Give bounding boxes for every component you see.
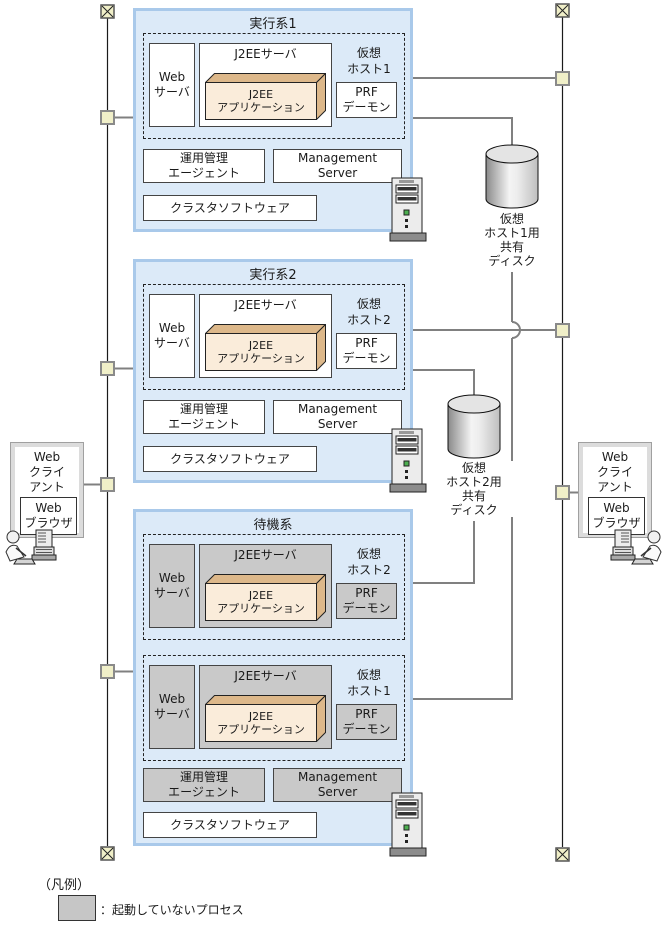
legend-heading: （凡例）: [38, 878, 91, 893]
shared-disk-1-cylinder-icon: [485, 144, 539, 210]
cube-icon: [205, 574, 326, 621]
user-workstation-icon: [600, 528, 662, 566]
link-system2-disk2: [413, 369, 475, 395]
ops-agent-box: 運用管理 エージェント: [143, 149, 265, 183]
web-client-left-box: Web クライ アント Web ブラウザ: [10, 442, 84, 538]
network-connector-node: [555, 485, 570, 500]
network-terminator-node-bottom-left: [100, 846, 115, 861]
system-box-standby: 待機系 Web サーバ J2EEサーバ J2EE アプリケーション: [133, 509, 427, 857]
ops-agent-box: 運用管理 エージェント: [143, 400, 265, 434]
cube-icon: [205, 324, 326, 371]
cluster-software-box: クラスタソフトウェア: [143, 446, 317, 472]
prf-daemon-box: PRF デーモン: [336, 82, 397, 118]
line-hop: [511, 321, 521, 339]
system-title: 実行系1: [249, 17, 297, 32]
network-connector-node: [555, 323, 570, 338]
legend-label: ：起動していないプロセス: [100, 903, 244, 917]
management-server-box: Management Server: [273, 149, 402, 183]
server-tower-icon: [389, 177, 429, 243]
web-server-box: Web サーバ: [149, 294, 195, 378]
j2ee-application-box: J2EE アプリケーション: [205, 574, 326, 621]
j2ee-application-box: J2EE アプリケーション: [205, 324, 326, 371]
inactive-process-swatch: [58, 895, 96, 921]
shared-disk-1-label: 仮想 ホスト1用 共有 ディスク: [471, 212, 553, 268]
shared-disk-2-cylinder-icon: [447, 394, 501, 460]
link-disk1-standby: [413, 338, 513, 700]
web-client-right-box: Web クライ アント Web ブラウザ: [578, 442, 652, 538]
network-connector-node: [555, 71, 570, 86]
link-system1-disk1: [413, 117, 513, 146]
system-box-active-2: 実行系2 Web サーバ J2EEサーバ J2EE アプリケーション: [133, 259, 427, 493]
ops-agent-box: 運用管理 エージェント: [143, 768, 265, 802]
virtual-host-label: 仮想 ホスト1: [347, 668, 391, 698]
virtual-host-group: Web サーバ J2EEサーバ J2EE アプリケーション: [143, 284, 405, 390]
server-tower-icon: [389, 428, 429, 494]
virtual-host-group: Web サーバ J2EEサーバ J2EE アプリケーション: [143, 655, 405, 761]
server-tower-icon: [389, 792, 429, 858]
virtual-host-label: 仮想 ホスト2: [347, 547, 391, 577]
virtual-host-group: Web サーバ J2EEサーバ J2EE アプリケーション: [143, 33, 405, 139]
link-disk2-standby: [413, 521, 475, 584]
j2ee-server-box: J2EEサーバ J2EE アプリケーション: [199, 544, 332, 628]
network-connector-node: [100, 477, 115, 492]
virtual-host-group: Web サーバ J2EEサーバ J2EE アプリケーション: [143, 534, 405, 640]
prf-daemon-box: PRF デーモン: [336, 704, 397, 740]
web-server-box: Web サーバ: [149, 544, 195, 628]
network-connector-node: [100, 664, 115, 679]
cube-icon: [205, 695, 326, 742]
prf-daemon-box: PRF デーモン: [336, 583, 397, 619]
network-connector-node: [100, 110, 115, 125]
management-server-box: Management Server: [273, 768, 402, 802]
system-box-active-1: 実行系1 Web サーバ J2EEサーバ J2EE アプリケーション: [133, 8, 427, 242]
network-terminator-node-top-right: [555, 3, 570, 18]
j2ee-application-box: J2EE アプリケーション: [205, 73, 326, 120]
web-browser-box: Web ブラウザ: [20, 497, 77, 535]
j2ee-server-box: J2EEサーバ J2EE アプリケーション: [199, 294, 332, 378]
network-connector-node: [100, 361, 115, 376]
cube-icon: [205, 73, 326, 120]
network-terminator-node-top-left: [100, 4, 115, 19]
web-server-box: Web サーバ: [149, 43, 195, 127]
web-server-box: Web サーバ: [149, 665, 195, 749]
virtual-host-label: 仮想 ホスト1: [347, 46, 391, 76]
j2ee-server-box: J2EEサーバ J2EE アプリケーション: [199, 43, 332, 127]
shared-disk-2-label: 仮想 ホスト2用 共有 ディスク: [433, 461, 515, 517]
user-workstation-icon: [5, 528, 67, 566]
cluster-software-box: クラスタソフトウェア: [143, 195, 317, 221]
prf-daemon-box: PRF デーモン: [336, 333, 397, 369]
system-title: 実行系2: [249, 268, 297, 283]
virtual-host-label: 仮想 ホスト2: [347, 297, 391, 327]
system-title: 待機系: [253, 518, 293, 533]
management-server-box: Management Server: [273, 400, 402, 434]
network-terminator-node-bottom-right: [555, 847, 570, 862]
j2ee-application-box: J2EE アプリケーション: [205, 695, 326, 742]
cluster-software-box: クラスタソフトウェア: [143, 812, 317, 838]
j2ee-server-box: J2EEサーバ J2EE アプリケーション: [199, 665, 332, 749]
